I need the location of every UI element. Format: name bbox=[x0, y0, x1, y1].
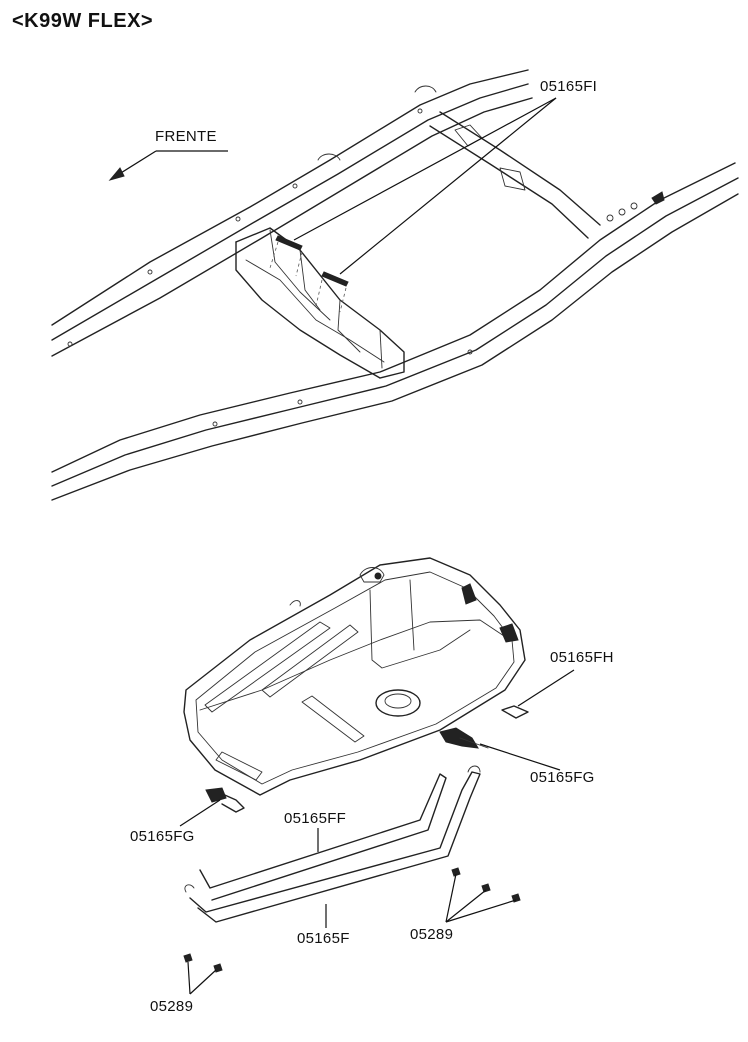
bracket-05165FG-left bbox=[179, 787, 245, 827]
part-label-05165FG-left: 05165FG bbox=[130, 828, 195, 845]
part-label-05165FF: 05165FF bbox=[284, 810, 347, 827]
front-direction-arrow bbox=[108, 150, 228, 181]
part-label-05165FG-right: 05165FG bbox=[530, 769, 595, 786]
diagram-title: <K99W FLEX> bbox=[12, 10, 154, 32]
part-label-05289-left: 05289 bbox=[150, 998, 194, 1015]
bolts-05289-left bbox=[183, 953, 223, 995]
part-label-05165FH: 05165FH bbox=[550, 649, 614, 666]
fuel-tank bbox=[183, 557, 526, 796]
part-label-05165FI: 05165FI bbox=[540, 78, 598, 95]
tank-straps bbox=[184, 765, 481, 928]
direction-label: FRENTE bbox=[155, 128, 217, 145]
part-label-05165F: 05165F bbox=[297, 930, 350, 947]
bracket-05165FG-right bbox=[439, 727, 561, 771]
chassis-frame bbox=[51, 69, 739, 501]
part-label-05289-right: 05289 bbox=[410, 926, 454, 943]
clip-05165FH bbox=[501, 669, 575, 719]
bolts-05289-right bbox=[445, 867, 521, 923]
